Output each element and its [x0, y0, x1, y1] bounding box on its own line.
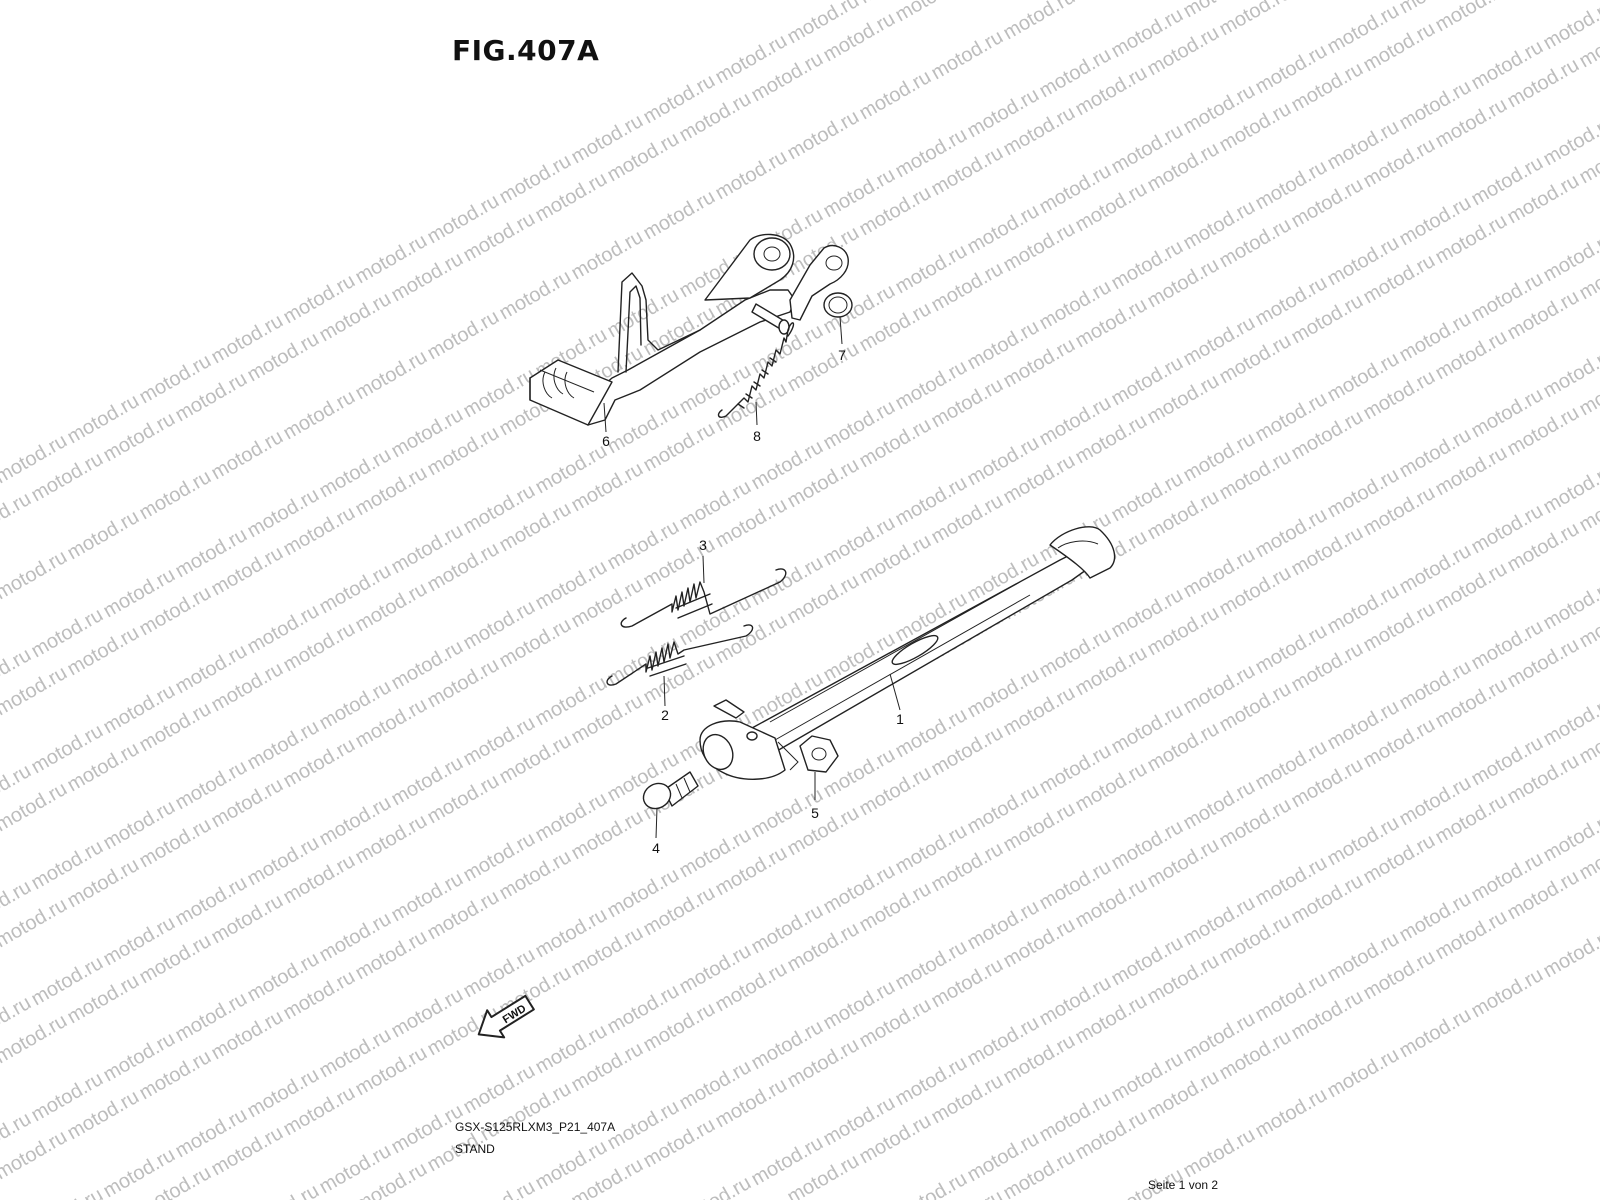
part-4-bolt[interactable]	[639, 771, 699, 813]
drawing-code: GSX-S125RLXM3_P21_407A	[455, 1120, 616, 1134]
part-5-nut[interactable]	[799, 735, 839, 773]
callout-5: 5	[811, 805, 819, 821]
callout-2: 2	[661, 707, 669, 723]
part-8-return-spring[interactable]	[717, 322, 795, 419]
part-3-spring[interactable]	[620, 568, 787, 628]
callout-1: 1	[896, 711, 904, 727]
part-7-washer[interactable]	[823, 292, 853, 318]
part-2-spring[interactable]	[606, 624, 754, 686]
part-1-side-stand[interactable]	[698, 526, 1116, 780]
callout-4: 4	[652, 840, 660, 856]
figure-title: FIG.407A	[452, 34, 600, 67]
forward-arrow-icon: FWD	[477, 994, 535, 1039]
part-6-brake-pedal[interactable]	[529, 233, 849, 426]
section-name: STAND	[455, 1142, 495, 1156]
callout-3: 3	[699, 537, 707, 553]
page-indicator: Seite 1 von 2	[1148, 1178, 1219, 1192]
callout-8: 8	[753, 428, 761, 444]
callout-6: 6	[602, 433, 610, 449]
callout-7: 7	[838, 347, 846, 363]
